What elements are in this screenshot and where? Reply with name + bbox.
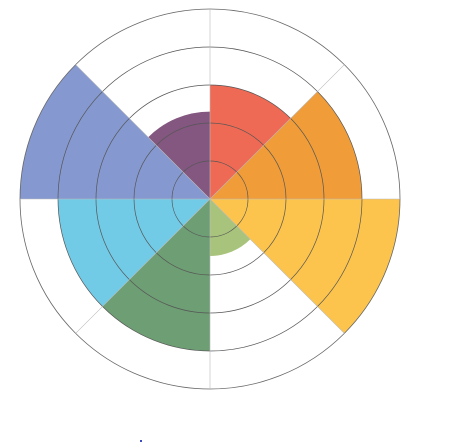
sector-7 — [20, 64, 210, 199]
sector-5 — [102, 199, 210, 351]
stray-mark — [140, 440, 142, 442]
sector-6 — [57, 199, 210, 307]
sector-1 — [210, 85, 291, 199]
grid-layer — [19, 8, 401, 390]
grid-spoke-8 — [75, 64, 211, 200]
sector-8 — [148, 111, 210, 199]
sector-layer — [20, 64, 400, 351]
grid-spoke-6 — [75, 198, 211, 334]
sector-2 — [210, 91, 362, 199]
grid-spoke-2 — [209, 64, 345, 200]
grid-spoke-4 — [209, 198, 345, 334]
sector-4 — [210, 199, 251, 256]
sector-3 — [210, 199, 400, 334]
